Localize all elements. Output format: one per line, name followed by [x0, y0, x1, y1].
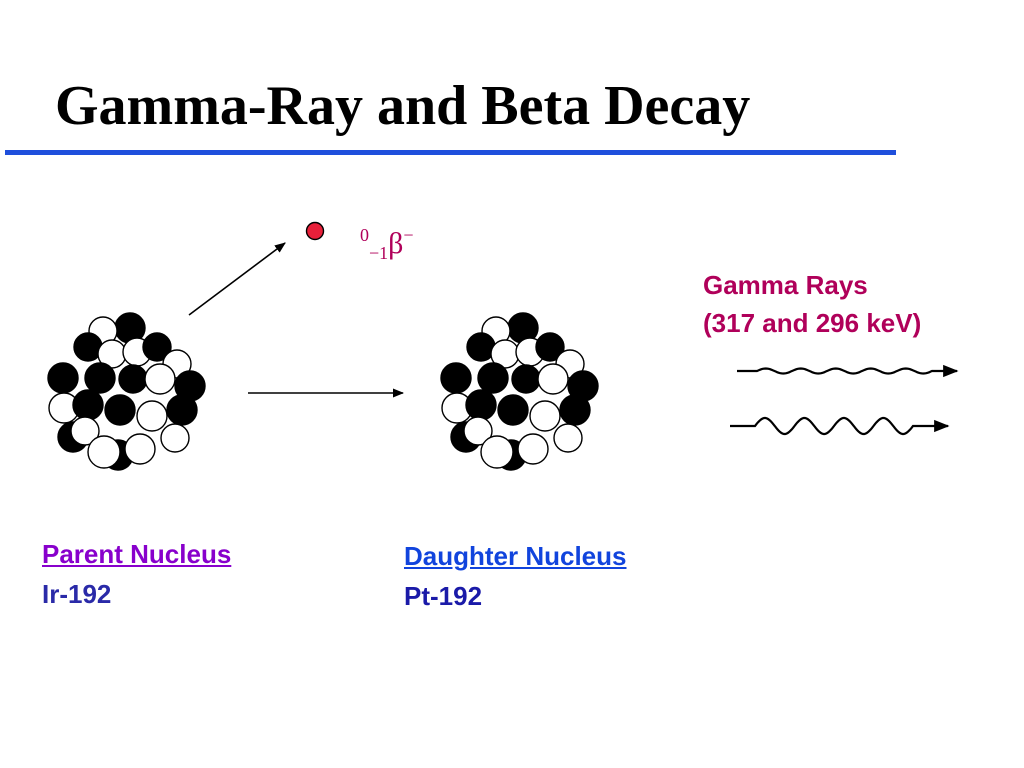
- gamma-wave-short-icon: [730, 416, 950, 436]
- parent-isotope: Ir-192: [42, 579, 112, 609]
- proton-ball-icon: [166, 394, 198, 426]
- neutron-ball-icon: [70, 416, 100, 446]
- gamma-rays-title: Gamma Rays: [703, 270, 868, 300]
- proton-ball-icon: [72, 389, 104, 421]
- neutron-ball-icon: [517, 433, 549, 465]
- gamma-rays-energies: (317 and 296 keV): [703, 308, 922, 338]
- gamma-wave-long-icon: [737, 364, 959, 378]
- title-underline: [5, 150, 896, 155]
- neutron-ball-icon: [463, 416, 493, 446]
- neutron-ball-icon: [480, 435, 514, 469]
- beta-notation: 0−1β−: [360, 226, 414, 262]
- parent-caption: Parent Nucleus Ir-192: [42, 534, 231, 614]
- parent-nucleus-link[interactable]: Parent Nucleus: [42, 539, 232, 569]
- beta-symbol: β: [388, 227, 404, 260]
- proton-ball-icon: [104, 394, 136, 426]
- proton-ball-icon: [535, 332, 565, 362]
- daughter-isotope: Pt-192: [404, 581, 483, 611]
- daughter-nucleus-icon: [440, 312, 599, 471]
- neutron-ball-icon: [537, 363, 569, 395]
- proton-ball-icon: [511, 364, 541, 394]
- parent-nucleus-icon: [47, 312, 206, 471]
- proton-ball-icon: [142, 332, 172, 362]
- proton-ball-icon: [47, 362, 79, 394]
- proton-ball-icon: [477, 362, 509, 394]
- neutron-ball-icon: [87, 435, 121, 469]
- neutron-ball-icon: [136, 400, 168, 432]
- beta-mass-number: 0: [360, 225, 369, 245]
- proton-ball-icon: [559, 394, 591, 426]
- proton-ball-icon: [465, 389, 497, 421]
- beta-charge-sign: −: [403, 225, 414, 245]
- neutron-ball-icon: [124, 433, 156, 465]
- neutron-ball-icon: [553, 423, 583, 453]
- proton-ball-icon: [497, 394, 529, 426]
- neutron-ball-icon: [144, 363, 176, 395]
- neutron-ball-icon: [529, 400, 561, 432]
- proton-ball-icon: [84, 362, 116, 394]
- proton-ball-icon: [440, 362, 472, 394]
- slide-title: Gamma-Ray and Beta Decay: [55, 75, 751, 137]
- proton-ball-icon: [118, 364, 148, 394]
- beta-charge: −1: [369, 243, 389, 263]
- daughter-caption: Daughter Nucleus Pt-192: [404, 536, 627, 616]
- beta-particle-icon: [305, 221, 325, 241]
- gamma-rays-label: Gamma Rays (317 and 296 keV): [703, 266, 921, 342]
- daughter-nucleus-link[interactable]: Daughter Nucleus: [404, 541, 627, 571]
- beta-emission-arrow: [188, 242, 286, 316]
- neutron-ball-icon: [160, 423, 190, 453]
